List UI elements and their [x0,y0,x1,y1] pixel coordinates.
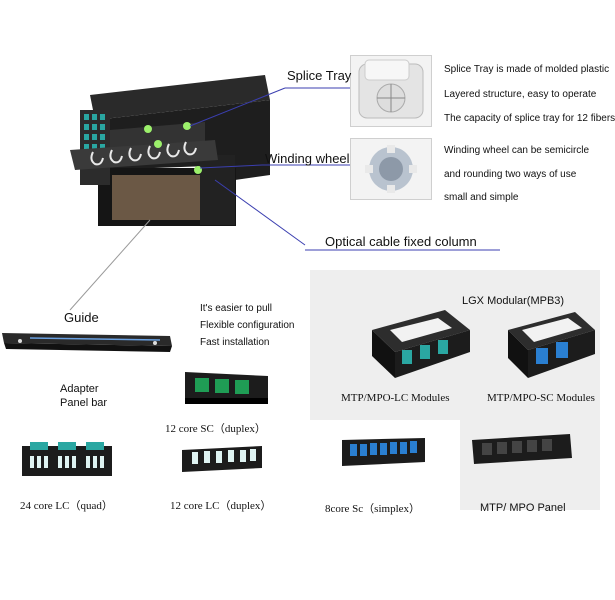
lgx-module-icon [372,310,595,378]
optical-column-callout: Optical cable fixed column [325,234,477,249]
guide-feature-1: It's easier to pull [200,303,272,314]
winding-wheel-thumbnail [350,138,432,200]
splice-tray-note-3: The capacity of splice tray for 12 fiber… [444,113,615,124]
adapter-panel-bar-label-1: Adapter [60,383,99,395]
winding-wheel-icon [365,145,417,193]
splice-tray-callout: Splice Tray [287,68,352,83]
lc-duplex-12-label: 12 core LC（duplex） [170,500,272,512]
mtp-lc-modules-label: MTP/MPO-LC Modules [341,392,450,404]
splice-tray-thumbnail [350,55,432,127]
guide-feature-2: Flexible configuration [200,320,295,331]
splice-tray-note-1: Splice Tray is made of molded plastic [444,64,610,75]
sc-simplex-panel-icon [342,438,425,466]
lgx-title: LGX Modular(MPB3) [462,295,565,307]
lc-quad-panel-icon [22,442,112,476]
fiber-enclosure-icon [69,75,500,311]
winding-wheel-callout: Winding wheel [265,151,350,166]
mtp-panel-label: MTP/ MPO Panel [480,502,566,514]
sc-duplex-12-label: 12 core SC（duplex） [165,423,266,435]
mtp-panel-icon [472,434,572,464]
winding-note-2: and rounding two ways of use [444,169,577,180]
guide-title: Guide [64,310,99,325]
winding-note-3: small and simple [444,192,519,203]
sc-simplex-8-label: 8core Sc（simplex） [325,503,421,515]
lc-duplex-panel-icon [182,446,262,472]
lc-quad-24-label: 24 core LC（quad） [20,500,113,512]
mtp-sc-modules-label: MTP/MPO-SC Modules [487,392,595,404]
adapter-panel-bar-label-2: Panel bar [60,397,108,409]
winding-note-1: Winding wheel can be semicircle [444,145,590,156]
splice-tray-note-2: Layered structure, easy to operate [444,89,597,100]
adapter-panel-icon [185,372,268,404]
mtp-panel-backdrop [460,420,600,510]
guide-feature-3: Fast installation [200,337,270,348]
splice-tray-icon [358,59,424,119]
guide-rail-icon [2,333,172,352]
